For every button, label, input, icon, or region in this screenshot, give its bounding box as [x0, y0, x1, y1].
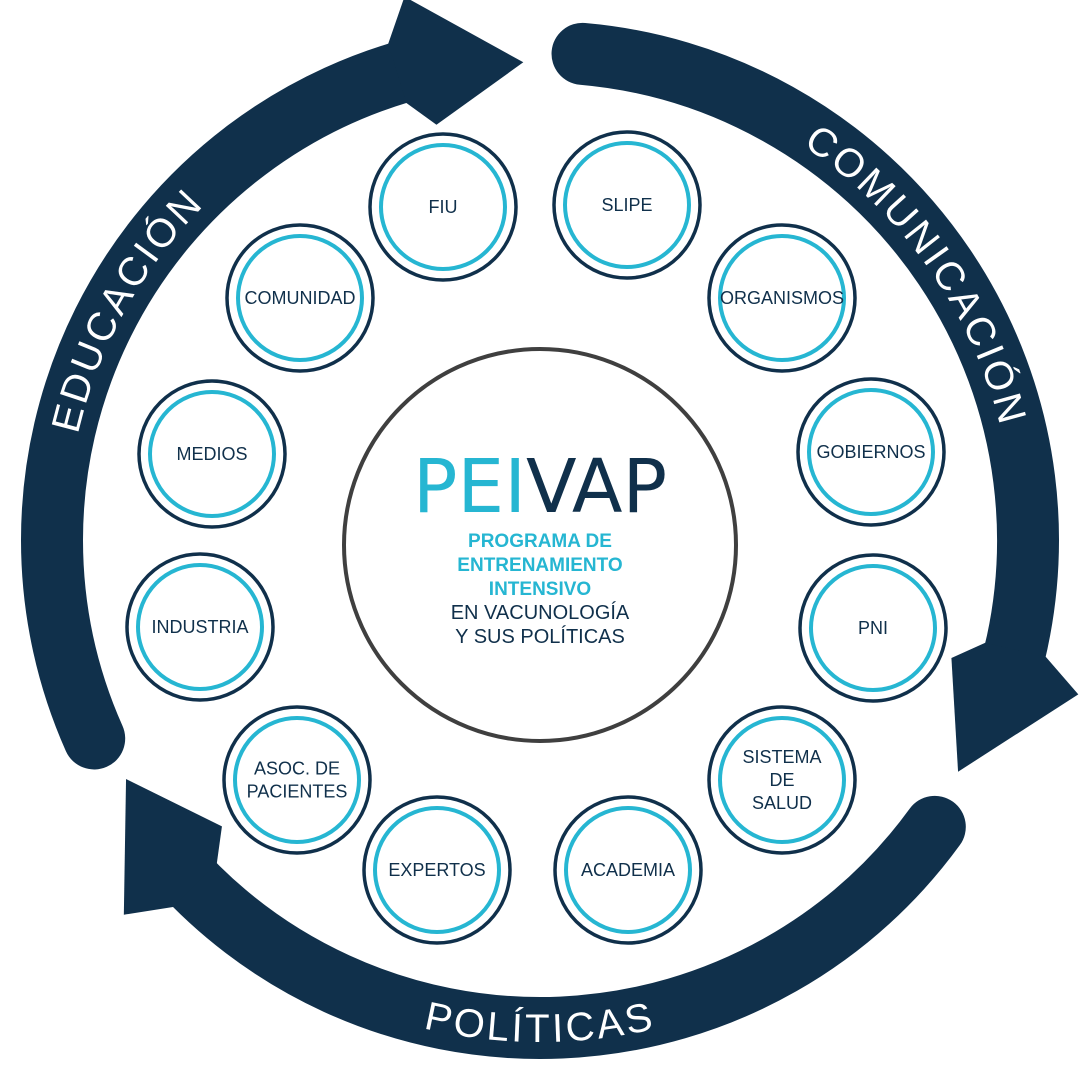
node-inner-ring [807, 388, 935, 516]
node-label: PACIENTES [247, 782, 348, 802]
stakeholder-node: SISTEMA DE SALUD [707, 705, 857, 855]
stakeholder-node: ORGANISMOS [707, 223, 857, 373]
comunicacion-arc [551, 22, 1059, 714]
stakeholder-node: FIU [368, 132, 518, 282]
node-label: SALUD [752, 793, 812, 813]
node-inner-ring [563, 141, 691, 269]
node-label: EXPERTOS [388, 860, 485, 880]
node-inner-ring [373, 806, 501, 934]
node-label: PNI [858, 618, 888, 638]
stakeholder-node: COMUNIDAD [225, 223, 375, 373]
node-label: COMUNIDAD [245, 288, 356, 308]
node-inner-ring [564, 806, 692, 934]
title-pei: PEI [413, 444, 526, 530]
stakeholder-node: SLIPE [552, 130, 702, 280]
stakeholder-node: EXPERTOS [362, 795, 512, 945]
stakeholder-node: MEDIOS [137, 379, 287, 529]
stakeholder-node: INDUSTRIA [125, 552, 275, 702]
node-inner-ring [136, 563, 264, 691]
node-inner-ring [233, 716, 361, 844]
node-label: ACADEMIA [581, 860, 675, 880]
program-title: PEIVAP [413, 444, 667, 530]
node-label: ASOC. DE [254, 759, 340, 779]
educacion-arrowhead-icon [388, 0, 524, 125]
subtitle-line: INTENSIVO [489, 579, 591, 600]
stakeholder-node: PNI [798, 553, 948, 703]
subtitle-line: EN VACUNOLOGÍA [451, 601, 630, 624]
node-inner-ring [148, 390, 276, 518]
node-label: SISTEMA [742, 747, 821, 767]
node-label: MEDIOS [176, 444, 247, 464]
node-inner-ring [718, 234, 846, 362]
node-label: SLIPE [601, 195, 652, 215]
subtitle-line: PROGRAMA DE [468, 531, 612, 552]
node-inner-ring [236, 234, 364, 362]
center-circle: PEIVAP PROGRAMA DE ENTRENAMIENTO INTENSI… [342, 347, 738, 743]
node-label: FIU [429, 197, 458, 217]
node-label: DE [769, 770, 794, 790]
politicas-arrowhead-icon [123, 779, 222, 915]
node-inner-ring [809, 564, 937, 692]
node-label: GOBIERNOS [816, 442, 925, 462]
stakeholder-node: ASOC. DE PACIENTES [222, 705, 372, 855]
politicas-arc [140, 795, 966, 1059]
node-label: ORGANISMOS [720, 288, 844, 308]
stakeholder-node: GOBIERNOS [796, 377, 946, 527]
node-inner-ring [379, 143, 507, 271]
center-ring [342, 347, 738, 743]
educacion-arc [21, 33, 462, 770]
subtitle-line: Y SUS POLÍTICAS [455, 625, 625, 648]
node-inner-ring [718, 716, 846, 844]
comunicacion-arrowhead-icon [951, 642, 1079, 772]
cycle-arrows [21, 0, 1079, 1059]
title-vap: VAP [526, 444, 667, 530]
subtitle-line: ENTRENAMIENTO [457, 555, 622, 576]
node-label: INDUSTRIA [151, 617, 248, 637]
stakeholder-node: ACADEMIA [553, 795, 703, 945]
